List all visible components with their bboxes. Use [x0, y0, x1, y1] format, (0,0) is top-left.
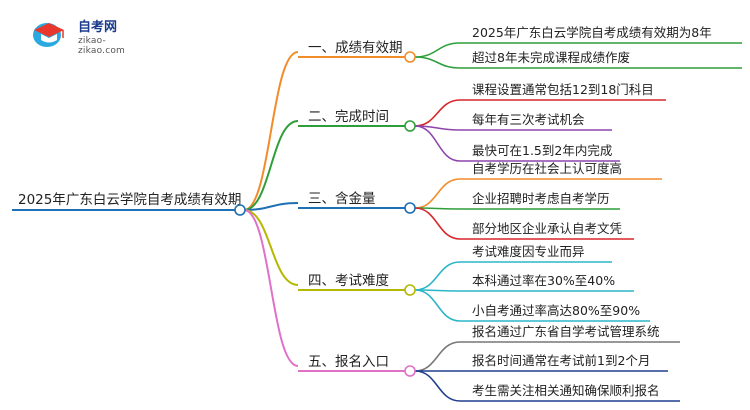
leaf-label: 超过8年未完成课程成绩作废 — [472, 50, 630, 65]
branch-node[interactable] — [404, 202, 416, 214]
leaf-connector — [414, 99, 461, 127]
branch-connector — [243, 209, 299, 367]
leaf-label: 企业招聘时考虑自考学历 — [472, 191, 610, 206]
graduation-cap-icon — [33, 23, 64, 47]
leaf-connector — [414, 125, 461, 162]
leaf-label: 报名通过广东省自学考试管理系统 — [472, 324, 660, 339]
leaf-connector — [414, 370, 461, 402]
leaf-label: 考试难度因专业而异 — [472, 244, 585, 259]
leaf-label: 最快可在1.5到2年内完成 — [472, 143, 612, 158]
leaf-connector — [414, 289, 461, 322]
branch-label: 一、成绩有效期 — [308, 40, 403, 56]
leaf-label: 考生需关注相关通知确保顺利报名 — [472, 383, 660, 398]
leaf-label: 每年有三次考试机会 — [472, 112, 585, 127]
leaf-label: 自考学历在社会上认可度高 — [472, 161, 622, 176]
leaf-label: 2025年广东白云学院自考成绩有效期为8年 — [472, 25, 712, 40]
branch-label: 五、报名入口 — [308, 354, 389, 370]
branch-node[interactable] — [404, 284, 416, 296]
root-node[interactable] — [234, 204, 246, 216]
branch-connector — [243, 120, 299, 211]
branch-label: 四、考试难度 — [308, 273, 389, 289]
branch-node[interactable] — [404, 51, 416, 63]
leaf-label: 本科通过率在30%至40% — [472, 273, 615, 288]
site-logo[interactable]: 自考网 zikao-zikao.com — [30, 14, 150, 56]
leaf-label: 部分地区企业承认自考文凭 — [472, 221, 623, 236]
logo-url: zikao-zikao.com — [78, 36, 126, 56]
leaf-connector — [414, 341, 461, 372]
leaf-connector — [414, 207, 461, 240]
branch-connector — [243, 51, 299, 211]
leaf-label: 小自考通过率高达80%至90% — [472, 303, 640, 318]
branch-connector — [243, 202, 299, 211]
branch-label: 三、含金量 — [308, 191, 376, 207]
branch-node[interactable] — [404, 120, 416, 132]
leaf-connector — [414, 56, 461, 69]
logo-title: 自考网 — [78, 20, 118, 35]
root-topic-label: 2025年广东白云学院自考成绩有效期 — [18, 192, 241, 208]
branch-connector — [243, 209, 299, 286]
leaf-label: 报名时间通常在考试前1到2个月 — [472, 353, 650, 368]
leaf-connector — [414, 42, 461, 58]
branch-label: 二、完成时间 — [308, 109, 389, 125]
leaf-connector — [414, 261, 461, 291]
branch-node[interactable] — [404, 365, 416, 377]
leaf-label: 课程设置通常包括12到18门科目 — [472, 82, 654, 97]
leaf-connector — [414, 178, 461, 209]
